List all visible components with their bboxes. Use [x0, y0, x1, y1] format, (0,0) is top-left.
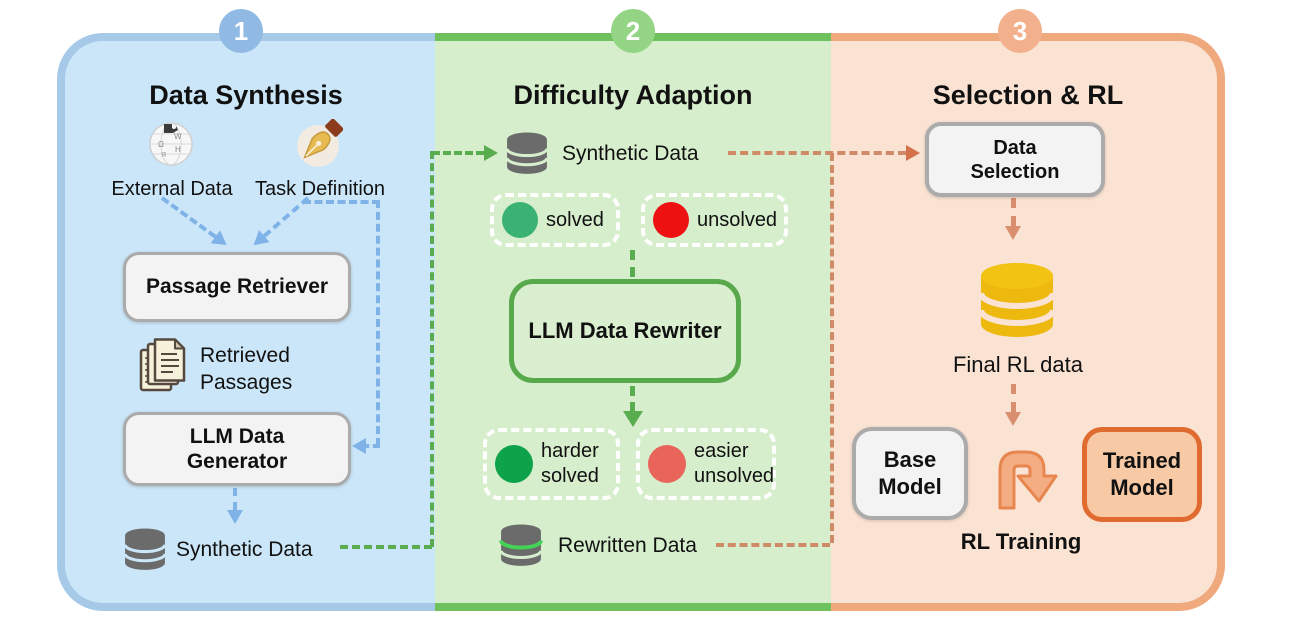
harder-solved-chip: harder solved	[483, 428, 620, 500]
arrowhead-into-synthetic-data-p2	[484, 145, 498, 161]
panel2-title: Difficulty Adaption	[513, 80, 753, 110]
unsolved-label: unsolved	[697, 208, 778, 231]
svg-text:W: W	[174, 132, 182, 141]
arrowhead-to-synthetic-data	[227, 510, 243, 524]
database-icon-rewritten	[498, 523, 544, 569]
orange-connector-top	[728, 151, 906, 155]
task-definition-label: Task Definition	[254, 178, 386, 200]
arrowhead-to-training	[1005, 412, 1021, 426]
pen-icon	[293, 119, 343, 169]
arrow-final-data-to-training	[1011, 384, 1016, 412]
data-selection-box: Data Selection	[925, 122, 1105, 197]
llm-generator-line1: LLM Data	[189, 424, 285, 448]
step-badge-2: 2	[611, 9, 655, 53]
retrieved-passages-line1: Retrieved	[200, 344, 290, 367]
svg-text:Ω: Ω	[158, 140, 164, 149]
svg-text:H: H	[175, 145, 181, 154]
arrowhead-into-generator	[352, 438, 366, 454]
easier-unsolved-label: easier unsolved	[694, 439, 774, 489]
step-number: 3	[1012, 15, 1028, 46]
easier-unsolved-chip: easier unsolved	[636, 428, 776, 500]
easier-line1: easier	[694, 440, 749, 462]
external-data-label: External Data	[111, 178, 233, 200]
green-connector-top	[432, 151, 484, 155]
data-selection-line2: Selection	[970, 160, 1060, 183]
synthetic-data-label-p1: Synthetic Data	[176, 538, 313, 561]
easier-unsolved-dot-icon	[648, 445, 686, 483]
llm-data-rewriter-label: LLM Data Rewriter	[528, 318, 722, 343]
connector-chips-to-rewriter	[630, 250, 635, 277]
step-badge-1: 1	[219, 9, 263, 53]
llm-data-rewriter-box: LLM Data Rewriter	[509, 279, 741, 383]
unsolved-chip: unsolved	[641, 193, 788, 247]
arrow-task-definition-to-generator-seg1	[303, 200, 380, 204]
arrowhead-into-data-selection	[906, 145, 920, 161]
step-number: 1	[233, 15, 249, 46]
passage-retriever-box: Passage Retriever	[123, 252, 351, 322]
final-rl-data-label: Final RL data	[952, 352, 1084, 377]
retrieved-passages-line2: Passages	[200, 371, 293, 395]
data-selection-line1: Data	[993, 136, 1037, 159]
passage-retriever-label: Passage Retriever	[145, 275, 329, 299]
svg-text:Я: Я	[161, 152, 166, 159]
easier-line2: unsolved	[694, 465, 775, 487]
step-badge-3: 3	[998, 9, 1042, 53]
rl-training-label: RL Training	[960, 529, 1082, 554]
step-number: 2	[625, 15, 641, 46]
database-icon-synthetic-p2	[504, 131, 550, 177]
trained-model-line1: Trained	[1102, 448, 1182, 474]
orange-connector-vertical	[830, 153, 834, 543]
orange-connector-bottom	[716, 543, 830, 547]
solved-dot-icon	[502, 202, 538, 238]
base-model-label: Base Model	[878, 447, 942, 500]
solved-label: solved	[546, 208, 604, 231]
base-model-box: Base Model	[852, 427, 968, 520]
llm-generator-line2: Generator	[186, 450, 288, 473]
retrieved-passages-label: Retrieved Passages	[200, 342, 292, 397]
harder-line2: solved	[541, 465, 599, 487]
llm-data-generator-label: LLM Data Generator	[187, 424, 287, 474]
green-connector-bottom	[340, 545, 432, 549]
arrow-task-definition-to-generator-seg2	[376, 200, 380, 446]
trained-model-box: Trained Model	[1082, 427, 1202, 522]
arrow-task-definition-to-generator-seg3	[362, 444, 380, 448]
database-icon-final-rl	[975, 260, 1059, 342]
unsolved-dot-icon	[653, 202, 689, 238]
panel3-title: Selection & RL	[932, 80, 1124, 110]
llm-data-generator-box: LLM Data Generator	[123, 412, 351, 486]
base-model-line2: Model	[878, 473, 942, 499]
arrowhead-to-final-data	[1005, 226, 1021, 240]
arrowhead-rewriter-to-results	[623, 411, 643, 427]
u-turn-arrow-icon	[988, 442, 1060, 514]
synthetic-data-label-p2: Synthetic Data	[562, 142, 699, 165]
data-selection-label: Data Selection	[971, 136, 1060, 184]
arrow-rewriter-to-results	[630, 386, 635, 412]
wikipedia-icon: Ω W H Я	[147, 119, 195, 167]
harder-solved-dot-icon	[495, 445, 533, 483]
harder-line1: harder	[541, 440, 599, 462]
arrow-generator-to-synthetic-data	[233, 488, 237, 510]
trained-model-label: Trained Model	[1103, 448, 1181, 501]
green-connector-vertical	[430, 151, 434, 547]
rewritten-data-label: Rewritten Data	[558, 534, 697, 557]
documents-icon	[138, 338, 190, 396]
trained-model-line2: Model	[1110, 474, 1174, 500]
arrow-selection-to-final-data	[1011, 198, 1016, 226]
database-icon-synthetic	[122, 527, 168, 573]
harder-solved-label: harder solved	[541, 439, 599, 489]
base-model-line1: Base	[883, 447, 937, 473]
panel1-title: Data Synthesis	[149, 80, 343, 110]
solved-chip: solved	[490, 193, 620, 247]
